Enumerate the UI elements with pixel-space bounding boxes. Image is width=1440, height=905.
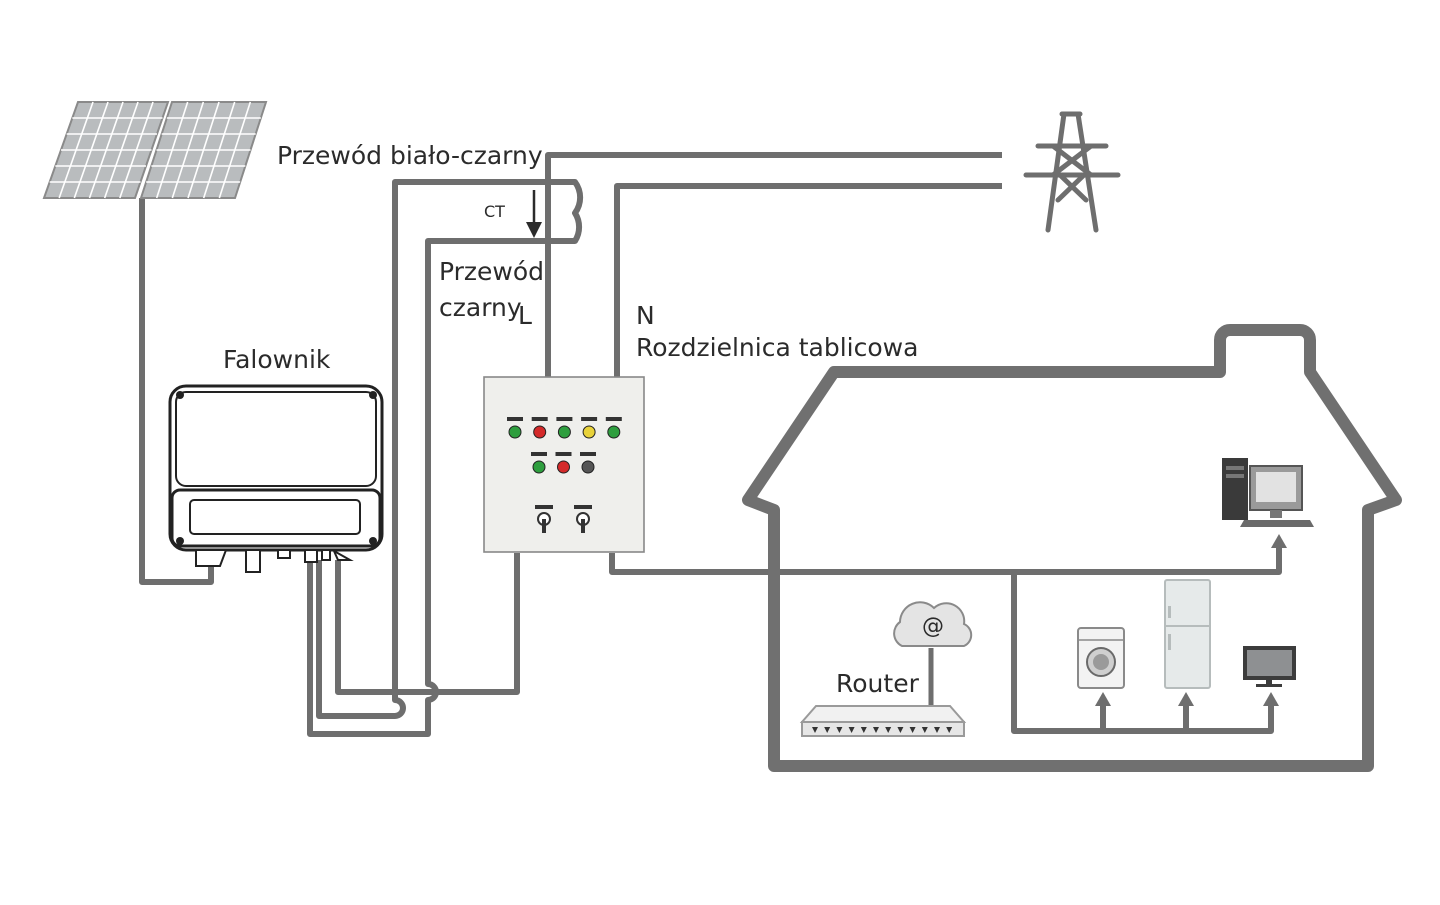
router-port xyxy=(934,727,940,733)
washing-machine-icon xyxy=(1077,627,1125,689)
router-icon xyxy=(799,705,967,737)
wire-grid-l xyxy=(545,152,1002,378)
arrow-tv xyxy=(1263,692,1279,706)
wire-black xyxy=(335,553,520,695)
indicator-led-green xyxy=(532,460,546,474)
label-ct: CT xyxy=(484,202,505,221)
led-label-bar xyxy=(605,417,622,421)
led-label-bar xyxy=(531,452,547,456)
router-port xyxy=(812,727,818,733)
ct-arrow-icon xyxy=(526,190,542,238)
router-port xyxy=(897,727,904,733)
router-port xyxy=(873,727,879,733)
label-cable-black-line2: czarny xyxy=(439,293,522,322)
led-label-bar xyxy=(580,452,596,456)
switchboard-icon xyxy=(483,376,645,553)
indicator-led-green xyxy=(607,425,621,439)
switch-1 xyxy=(535,505,553,533)
router-port xyxy=(909,727,916,733)
arrow-washer xyxy=(1095,692,1111,706)
led-label-bar xyxy=(556,417,573,421)
label-cable-white-black: Przewód biało-czarny xyxy=(277,141,543,170)
router-port xyxy=(921,727,928,733)
solar-panel-icon xyxy=(42,101,268,199)
router-port xyxy=(946,727,953,733)
arrow-fridge xyxy=(1178,692,1194,706)
power-tower-icon xyxy=(1023,111,1121,233)
label-router: Router xyxy=(836,669,919,698)
indicator-led-red xyxy=(557,460,570,474)
wire-grid-n xyxy=(614,183,1002,378)
label-cable-black-line1: Przewód xyxy=(439,257,545,286)
wire-house-branch xyxy=(1011,572,1274,734)
indicator-led-green xyxy=(508,425,522,439)
indicator-led-red xyxy=(533,425,547,439)
router-port xyxy=(848,727,855,733)
arrow-computer xyxy=(1271,534,1287,548)
inverter-icon xyxy=(168,384,384,573)
label-inverter: Falownik xyxy=(223,345,331,374)
tv-icon xyxy=(1243,646,1296,687)
wire-switchboard-to-house xyxy=(609,548,1282,575)
house-outline xyxy=(742,324,1402,772)
led-label-bar xyxy=(531,417,548,421)
fridge-icon xyxy=(1164,579,1211,689)
wire-arrows xyxy=(1095,534,1287,706)
led-label-bar xyxy=(581,417,598,421)
router-port xyxy=(860,727,867,733)
led-label-bar xyxy=(555,452,572,456)
led-label-bar xyxy=(507,417,523,421)
indicator-led-yellow xyxy=(582,425,596,439)
cloud-icon xyxy=(893,601,973,647)
wiring xyxy=(139,152,1282,737)
router-port xyxy=(824,727,831,733)
label-neutral: N xyxy=(636,301,655,330)
computer-icon xyxy=(1222,458,1314,527)
router-port xyxy=(885,727,892,733)
switch-2 xyxy=(574,505,592,533)
label-switchboard: Rozdzielnica tablicowa xyxy=(636,333,919,362)
cloud-at-symbol: @ xyxy=(922,614,944,639)
indicator-led-green xyxy=(557,425,571,439)
wire-solar-to-inverter xyxy=(139,198,214,585)
router-port xyxy=(836,727,843,733)
label-phase: L xyxy=(518,301,532,330)
indicator-led-gray xyxy=(581,460,595,474)
